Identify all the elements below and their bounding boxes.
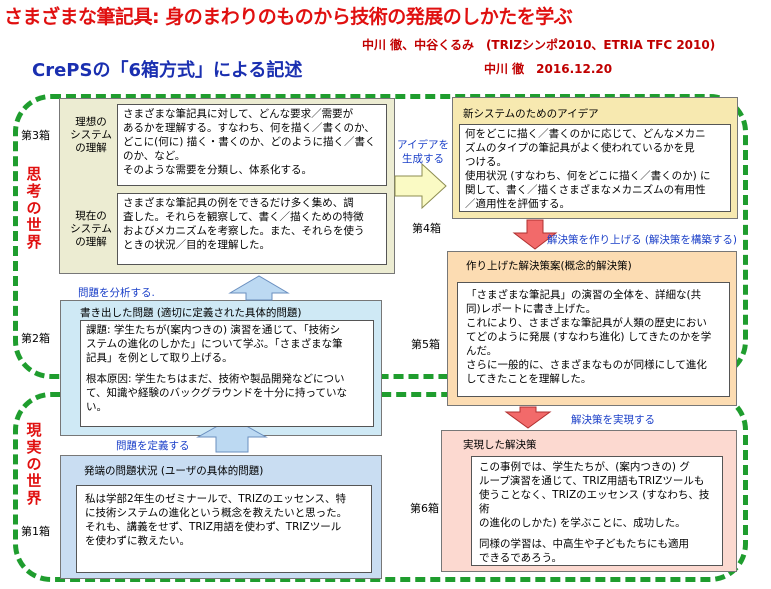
box2-text: 課題: 学生たちが(案内つきの) 演習を通じて、「技術シ ステムの進化のしかた」… bbox=[80, 320, 374, 427]
arrow-define-label: 問題を定義する bbox=[116, 440, 190, 452]
arrow-analyze-up bbox=[228, 275, 290, 301]
box1-line: 私は学部2年生のゼミナールで、TRIZのエッセンス、特 bbox=[85, 493, 347, 505]
box5-line: 同)レポートに書き上げた。 bbox=[466, 303, 597, 315]
box5-title: 作り上げた解決策案(概念的解決策) bbox=[466, 260, 632, 272]
box2-line: ステムの進化のしかた」について学ぶ。「さまざまな筆 bbox=[86, 338, 343, 350]
authors-line: 中川 徹、中谷くるみ (TRIZシンポ2010、ETRIA TFC 2010) bbox=[362, 38, 716, 52]
box5-line: してきたことを理解した。 bbox=[466, 373, 592, 385]
box1-line: それも、講義をせず、TRIZ用語を使わず、TRIZツール bbox=[85, 521, 342, 533]
box1-text: 私は学部2年生のゼミナールで、TRIZのエッセンス、特 に技術システムの進化とい… bbox=[76, 485, 372, 573]
current-line: およびメカニズムを考察した。また、それらを使う bbox=[123, 225, 365, 237]
box6-line: ループ演習を通じて、TRIZ用語もTRIZツールも bbox=[479, 475, 705, 487]
arrow-generate-right bbox=[394, 162, 447, 210]
box6-label: 第6箱 bbox=[410, 502, 439, 515]
box4-line: 関して、書く／描くさまざまなメカニズムの有用性 bbox=[465, 184, 706, 196]
box5-line: さらに一般的に、さまざまなものが同様にして進化 bbox=[466, 359, 707, 371]
box1-label: 第1箱 bbox=[21, 525, 50, 538]
box4-line: ズムのタイプの筆記具がよく使われているかを見 bbox=[465, 142, 695, 154]
real-world-label: 現実の世界 bbox=[26, 421, 42, 507]
page-subtitle: CrePSの「6箱方式」による記述 bbox=[32, 60, 303, 81]
box6-line: できるであろう。 bbox=[479, 552, 563, 564]
ideal-line: のか、など。 bbox=[123, 150, 186, 162]
box6-line: 同様の学習は、中高生や子どもたちにも適用 bbox=[479, 538, 689, 550]
box6-line: の進化のしかた) を学ぶことに、成功した。 bbox=[479, 517, 686, 529]
box2-title: 書き出した問題 (適切に定義された具体的問題) bbox=[80, 307, 302, 319]
box1-title: 発端の問題状況 (ユーザの具体的問題) bbox=[84, 465, 264, 477]
arrow-realize-down bbox=[504, 406, 552, 429]
box1-line: を使わずに教えたい。 bbox=[85, 535, 190, 547]
box6-text: この事例では、学生たちが、(案内つきの) グ ループ演習を通じて、TRIZ用語も… bbox=[471, 456, 723, 566]
current-line: さまざまな筆記具の例をできるだけ多く集め、調 bbox=[123, 197, 354, 209]
arrow-analyze-label: 問題を分析する. bbox=[78, 287, 155, 299]
current-system-label: 現在の システム の理解 bbox=[70, 210, 112, 248]
box2-label: 第2箱 bbox=[21, 332, 50, 345]
box5-text: 「さまざまな筆記具」の演習の全体を、詳細な(共 同)レポートに書き上げた。 これ… bbox=[457, 282, 730, 397]
thinking-world-label: 思考の世界 bbox=[26, 165, 42, 251]
arrow-realize-label: 解決策を実現する bbox=[571, 414, 655, 426]
box5-line: てどのように発展 (すなわち進化) してきたのかを学 bbox=[466, 331, 712, 343]
current-system-text: さまざまな筆記具の例をできるだけ多く集め、調 査した。それらを観察して、書く／描… bbox=[117, 193, 387, 265]
box5-line: 「さまざまな筆記具」の演習の全体を、詳細な(共 bbox=[466, 289, 702, 301]
box5-line: これにより、さまざまな筆記具が人類の歴史におい bbox=[466, 317, 707, 329]
current-line: ときの状況／目的を理解した。 bbox=[123, 239, 270, 251]
current-line: 査した。それらを観察して、書く／描くための特徴 bbox=[123, 211, 364, 223]
ideal-line: あるかを理解する。すなわち、何を描く／書くのか、 bbox=[123, 122, 375, 134]
ideal-system-text: さまざまな筆記具に対して、どんな要求／需要が あるかを理解する。すなわち、何を描… bbox=[117, 104, 387, 186]
box2-line: 課題: 学生たちが(案内つきの) 演習を通じて、「技術シ bbox=[86, 324, 341, 336]
box6-line: 使うことなく、TRIZのエッセンス (すなわち、技術 bbox=[479, 489, 710, 515]
ideal-line: どこに(何に) 描く・書くのか、どのように描く／書く bbox=[123, 136, 376, 148]
box2-line: て、知識や経験のバックグラウンドを十分に持っていな bbox=[86, 387, 348, 399]
box4-line: ／適用性を評価する。 bbox=[465, 198, 570, 210]
arrow-build-label: 解決策を作り上げる (解決策を構築する) bbox=[547, 234, 738, 246]
author-date: 中川 徹 2016.12.20 bbox=[484, 62, 613, 76]
box5-line: んだ。 bbox=[466, 345, 498, 357]
ideal-system-label: 理想の システム の理解 bbox=[70, 116, 112, 154]
box1-line: に技術システムの進化という概念を教えたいと思った。 bbox=[85, 507, 348, 519]
box2-line: 記具」を例として取り上げる。 bbox=[86, 352, 233, 364]
box5-label: 第5箱 bbox=[411, 338, 440, 351]
box4-label: 第4箱 bbox=[412, 222, 441, 235]
box2-line: い。 bbox=[86, 401, 107, 413]
page-title: さまざまな筆記具: 身のまわりのものから技術の発展のしかたを学ぶ bbox=[4, 6, 573, 28]
box6-title: 実現した解決策 bbox=[463, 439, 537, 451]
box4-line: 使用状況 (すなわち、何をどこに描く／書くのか) に bbox=[465, 170, 711, 182]
ideal-line: さまざまな筆記具に対して、どんな要求／需要が bbox=[123, 108, 354, 120]
box2-line: 根本原因: 学生たちはまだ、技術や製品開発などについ bbox=[86, 373, 345, 385]
box3-label: 第3箱 bbox=[21, 129, 50, 142]
ideal-line: そのような需要を分類し、体系化する。 bbox=[123, 164, 312, 176]
box6-line: この事例では、学生たちが、(案内つきの) グ bbox=[479, 461, 690, 473]
box4-line: 何をどこに描く／書くのかに応じて、どんなメカニ bbox=[465, 128, 706, 140]
box4-text: 何をどこに描く／書くのかに応じて、どんなメカニ ズムのタイプの筆記具がよく使われ… bbox=[459, 124, 731, 212]
arrow-build-down bbox=[512, 219, 558, 250]
arrow-define-up bbox=[196, 417, 268, 453]
box4-title: 新システムのためのアイデア bbox=[463, 108, 599, 120]
box4-line: つける。 bbox=[465, 156, 507, 168]
arrow-generate-label: アイデアを 生成する bbox=[397, 139, 449, 165]
